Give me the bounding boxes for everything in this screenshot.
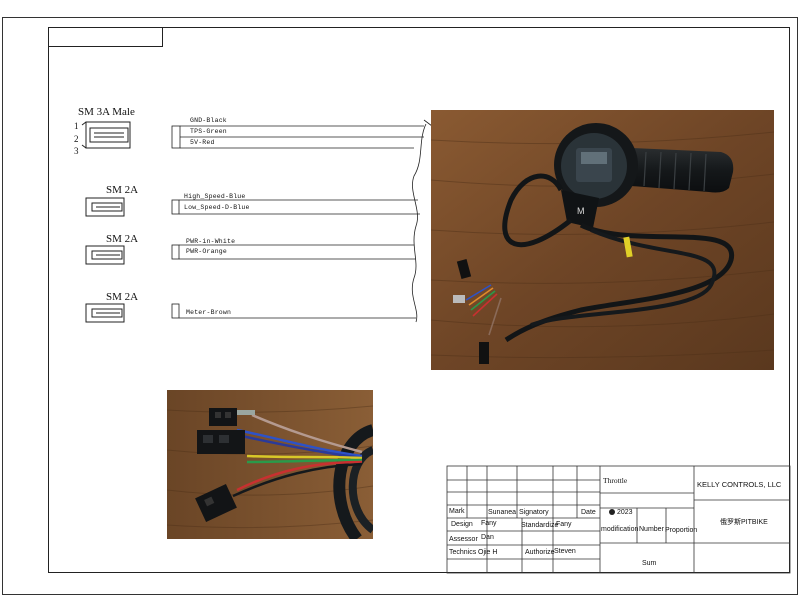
tb-design-name: Fany — [481, 520, 497, 527]
cable-bundle-speed — [171, 199, 420, 215]
sm2a-speed-connector-symbol — [85, 197, 125, 217]
drawing-inner-border — [48, 27, 790, 573]
pin-3-label: 3 — [74, 146, 79, 156]
sm2a-pwr-connector-symbol — [85, 245, 125, 265]
tb-number: Number — [639, 526, 664, 533]
tb-modification: modification — [601, 526, 639, 533]
drawing-outer-border — [2, 17, 798, 595]
sm2a-meter-label: SM 2A — [106, 291, 139, 303]
tb-standardize-name: Fany — [556, 521, 572, 528]
tb-standardize: Standardize — [521, 522, 559, 529]
tb-date: Date — [581, 509, 596, 516]
connector-closeup-photo-art — [167, 390, 373, 539]
wire-high-speed-label: High_Speed-Blue — [184, 193, 246, 200]
wire-meter-label: Meter-Brown — [186, 309, 232, 316]
cable-bundle-meter — [171, 303, 416, 319]
sm2a-speed-label: SM 2A — [106, 184, 139, 196]
tb-signatory: Signatory — [519, 509, 549, 516]
svg-text:M: M — [577, 206, 585, 216]
cable-bundle-pwr — [171, 244, 416, 260]
tb-mark: Mark — [449, 508, 465, 515]
tb-proportion: Proportion — [665, 527, 698, 534]
pin-1-label: 1 — [74, 121, 79, 131]
wire-gnd-label: GND-Black — [190, 117, 227, 124]
pin-2-label: 2 — [74, 134, 79, 144]
tb-company: KELLY CONTROLS, LLC — [697, 480, 782, 489]
tb-part-name: Throttle — [603, 476, 628, 485]
wire-pwr-out-label: PWR-Orange — [186, 248, 228, 255]
tb-assessor-name: Dan — [481, 534, 494, 541]
tb-design: Design — [451, 521, 473, 528]
tb-project: 俄罗斯PITBIKE — [720, 519, 768, 526]
tb-assessor: Assessor — [449, 536, 478, 543]
tb-sum-col: Sunanea — [488, 509, 517, 516]
drawing-number-box — [48, 27, 163, 47]
tb-sum: Sum — [642, 560, 657, 567]
cable-bundle-sm3a — [171, 125, 424, 149]
connector-closeup-photo — [167, 390, 373, 539]
wire-pwr-in-label: PWR-in-White — [186, 238, 236, 245]
throttle-grip-photo: M — [431, 110, 774, 370]
sm3a-connector-symbol — [81, 121, 131, 149]
sm3a-label: SM 3A Male — [78, 106, 135, 118]
tb-technics-name: Ojie H — [478, 549, 498, 556]
tb-authorize: Authorize — [525, 549, 555, 556]
wire-tps-label: TPS-Green — [190, 128, 227, 135]
tb-authorize-name: Steven — [554, 548, 576, 555]
tb-technics: Technics — [449, 549, 477, 556]
tb-date-value: 2023 — [617, 509, 633, 516]
wire-5v-label: 5V-Red — [190, 139, 215, 146]
cable-break-line — [411, 123, 427, 323]
throttle-grip-photo-art: M — [431, 110, 774, 370]
sm2a-pwr-label: SM 2A — [106, 233, 139, 245]
sm2a-meter-connector-symbol — [85, 303, 125, 323]
wire-low-speed-label: Low_Speed-D-Blue — [184, 204, 250, 211]
